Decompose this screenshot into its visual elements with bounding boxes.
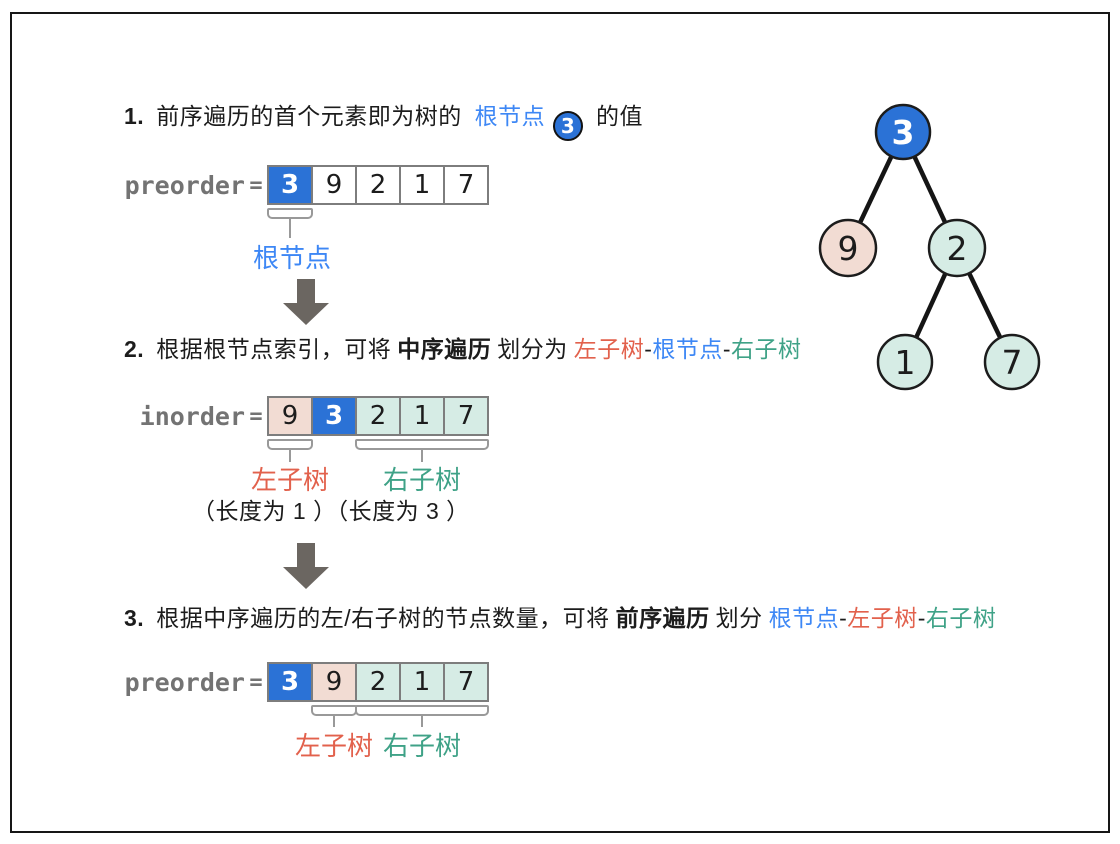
preorder1-label: preorder <box>124 170 245 200</box>
preorder2-row: preorder = 3 9 2 1 7 <box>100 662 489 702</box>
length-note: （长度为 1 ）（长度为 3 ） <box>192 498 470 524</box>
tree-node-root <box>874 103 932 161</box>
array-cell: 1 <box>399 662 445 702</box>
preorder2-cells: 3 9 2 1 7 <box>267 662 489 702</box>
step3-text-a: 根据中序遍历的左/右子树的节点数量，可将 <box>156 605 610 631</box>
root-bracket-label: 根节点 <box>252 243 331 273</box>
step2-text-b: 划分为 <box>497 336 568 362</box>
step2-right-term: 右子树 <box>731 336 802 362</box>
left-subtree-bracket-stem <box>333 716 335 727</box>
inorder-equals: = <box>249 403 263 429</box>
left-subtree-bracket <box>311 705 357 716</box>
array-cell: 3 <box>267 165 313 205</box>
left-subtree-label: 左子树 <box>250 465 329 495</box>
array-cell: 3 <box>311 396 357 436</box>
step3-right-term: 右子树 <box>925 605 997 631</box>
step2-text-a: 根据根节点索引，可将 <box>156 336 392 362</box>
tree-node-value: 7 <box>1002 343 1023 382</box>
array-cell: 9 <box>267 396 313 436</box>
tree-node-value: 1 <box>895 343 916 382</box>
preorder1-equals: = <box>249 172 263 198</box>
array-cell: 1 <box>399 396 445 436</box>
step3-root-term: 根节点 <box>768 605 840 631</box>
step2-bold-term: 中序遍历 <box>397 336 492 362</box>
step2-number: 2. <box>124 336 145 362</box>
down-arrow-icon <box>283 543 329 589</box>
root-bracket <box>267 208 313 219</box>
array-cell: 7 <box>443 165 489 205</box>
tree-node <box>927 218 987 278</box>
step3-bold-term: 前序遍历 <box>615 605 710 631</box>
array-cell: 9 <box>311 662 357 702</box>
left-subtree-bracket <box>267 439 313 450</box>
step3-left-term: 左子树 <box>847 605 918 631</box>
step1-text-after: 的值 <box>589 103 643 129</box>
preorder1-cells: 3 9 2 1 7 <box>267 165 489 205</box>
step3-heading: 3.根据中序遍历的左/右子树的节点数量，可将前序遍历划分根节点-左子树-右子树 <box>124 602 996 634</box>
root-node-badge: 3 <box>553 111 584 141</box>
left-subtree-label: 左子树 <box>294 731 373 761</box>
tree-node-value: 9 <box>838 229 859 268</box>
step1-number: 1. <box>124 103 145 129</box>
right-subtree-bracket <box>355 439 489 450</box>
dash: - <box>722 336 732 362</box>
array-cell: 2 <box>355 165 401 205</box>
array-cell: 1 <box>399 165 445 205</box>
inorder-cells: 9 3 2 1 7 <box>267 396 489 436</box>
dash: - <box>839 605 848 631</box>
inorder-row: inorder = 9 3 2 1 7 <box>100 396 489 436</box>
right-subtree-label: 右子树 <box>382 465 461 495</box>
dash: - <box>644 336 653 362</box>
step2-heading: 2.根据根节点索引，可将中序遍历划分为左子树-根节点-右子树 <box>124 333 802 365</box>
inorder-label: inorder <box>139 401 245 431</box>
array-cell: 7 <box>443 396 489 436</box>
right-subtree-bracket-stem <box>421 450 423 462</box>
array-cell: 2 <box>355 396 401 436</box>
tree-node <box>818 218 878 278</box>
step3-number: 3. <box>124 605 145 631</box>
tree-node <box>983 333 1041 391</box>
tree-node <box>876 333 934 391</box>
binary-tree-figure: 3 9 2 1 7 <box>818 103 1041 391</box>
preorder1-row: preorder = 3 9 2 1 7 <box>100 165 489 205</box>
step2-root-term: 根节点 <box>652 336 723 362</box>
array-cell: 7 <box>443 662 489 702</box>
right-subtree-bracket <box>355 705 489 716</box>
tree-node-value: 3 <box>892 113 915 152</box>
down-arrow-icon <box>283 279 329 325</box>
step1-root-label: 根节点 <box>474 103 546 129</box>
array-cell: 3 <box>267 662 313 702</box>
preorder2-equals: = <box>249 669 263 695</box>
step2-left-term: 左子树 <box>573 336 645 362</box>
dash: - <box>917 605 926 631</box>
array-cell: 9 <box>311 165 357 205</box>
tree-node-value: 2 <box>947 229 968 268</box>
left-subtree-bracket-stem <box>289 450 291 462</box>
right-subtree-label: 右子树 <box>382 731 461 761</box>
step1-text-before: 前序遍历的首个元素即为树的 <box>156 103 469 129</box>
outer-border-frame <box>10 12 1110 833</box>
array-cell: 2 <box>355 662 401 702</box>
root-bracket-stem <box>289 219 291 238</box>
preorder2-label: preorder <box>124 667 245 697</box>
step1-heading: 1. 前序遍历的首个元素即为树的 根节点 3 的值 <box>124 100 643 141</box>
right-subtree-bracket-stem <box>421 716 423 727</box>
step3-text-b: 划分 <box>715 605 763 631</box>
